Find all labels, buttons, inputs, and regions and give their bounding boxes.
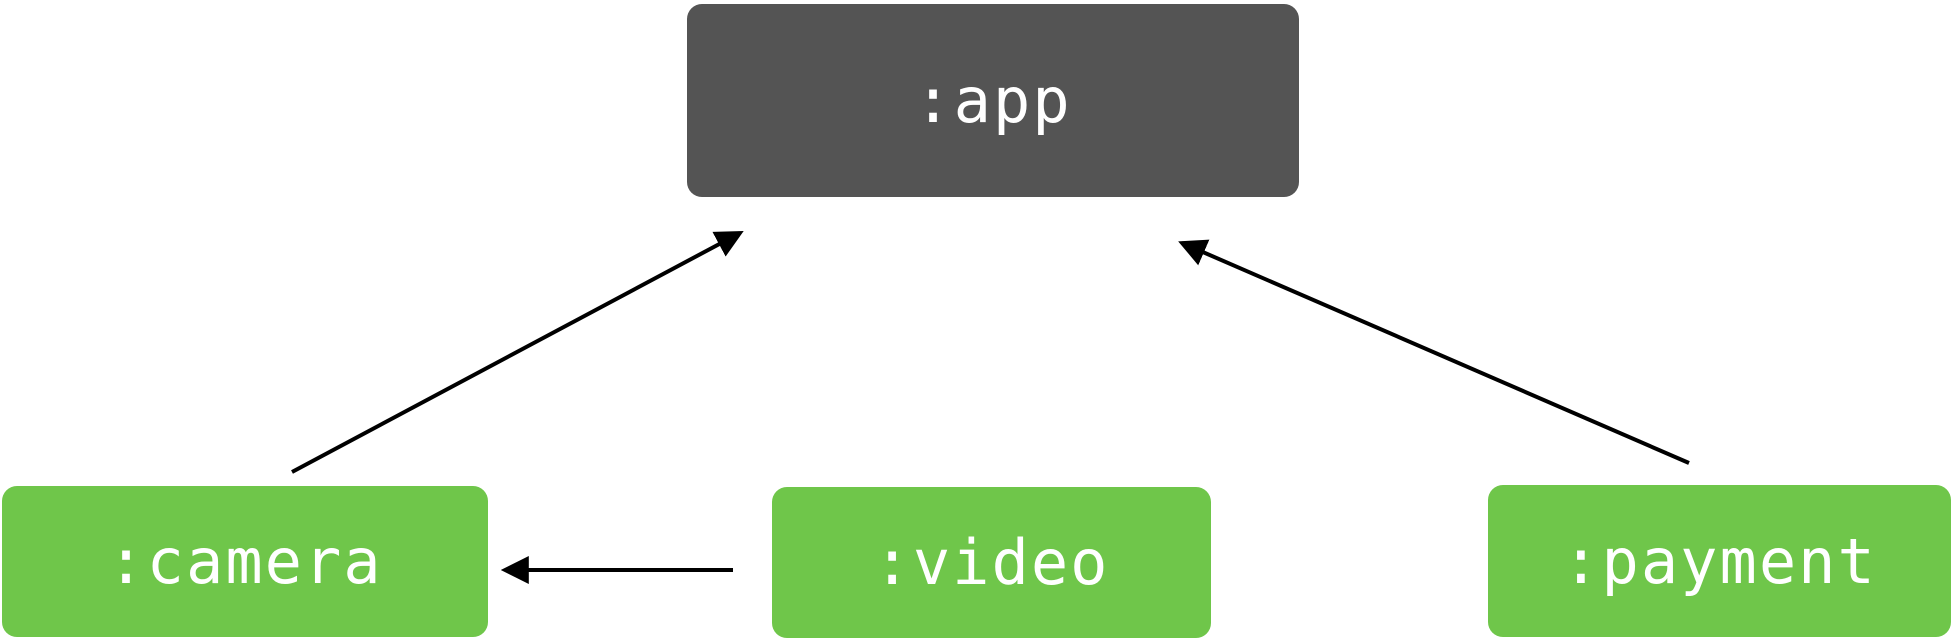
node-app: :app: [687, 4, 1299, 197]
node-app-label: :app: [914, 64, 1072, 137]
edge-camera-to-app-arrow: [291, 231, 744, 474]
node-video: :video: [772, 487, 1211, 638]
edge-payment-to-app-arrow: [1178, 239, 1690, 465]
node-payment: :payment: [1488, 485, 1951, 637]
node-camera-label: :camera: [107, 525, 383, 598]
node-video-label: :video: [873, 526, 1110, 599]
node-payment-label: :payment: [1562, 524, 1877, 598]
node-camera: :camera: [2, 486, 488, 637]
